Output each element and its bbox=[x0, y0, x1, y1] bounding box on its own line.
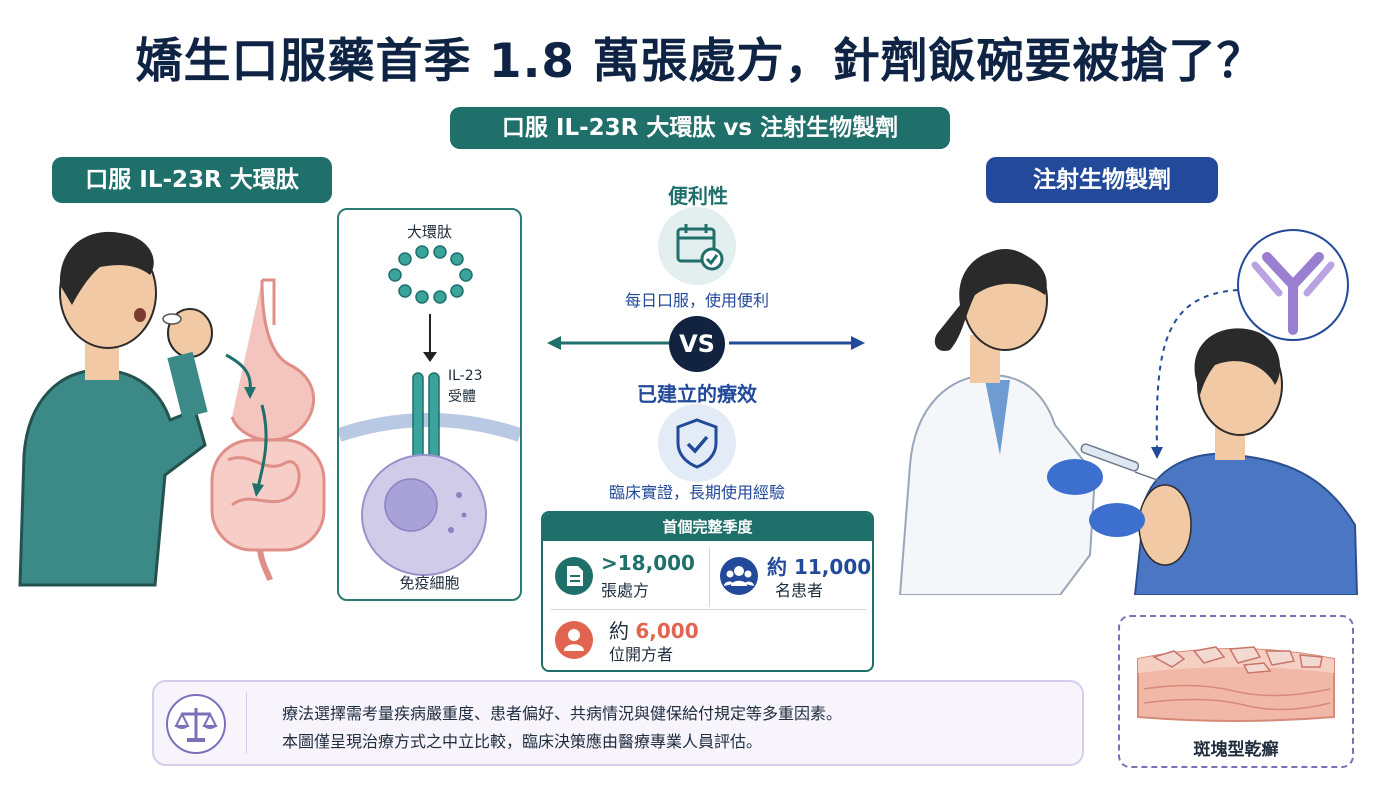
stat-prescribers-label: 位開方者 bbox=[609, 645, 674, 664]
convenience-heading: 便利性 bbox=[668, 184, 728, 208]
first-quarter-stats-panel: 首個完整季度 >18,000 張處方 約 11,000 名患者 約 6,000 … bbox=[541, 511, 874, 672]
macrocyclic-peptide-label: 大環肽 bbox=[406, 223, 452, 241]
page-title: 嬌生口服藥首季 1.8 萬張處方，針劑飯碗要被搶了？ bbox=[135, 34, 1265, 89]
prescription-document-icon bbox=[555, 557, 593, 595]
comparison-subtitle: 口服 IL-23R 大環肽 vs 注射生物製劑 bbox=[450, 107, 950, 149]
psoriasis-panel: 斑塊型乾癬 bbox=[1118, 615, 1354, 768]
down-arrow-icon bbox=[423, 314, 437, 362]
il23-receptor-label-line1: IL-23 bbox=[448, 368, 483, 384]
injection-therapy-header: 注射生物製劑 bbox=[986, 157, 1218, 203]
disclaimer-divider bbox=[246, 692, 247, 754]
antibody-icon bbox=[1237, 229, 1349, 341]
disclaimer-line-2: 本圖僅呈現治療方式之中立比較，臨床決策應由醫療專業人員評估。 bbox=[282, 732, 763, 751]
disclaimer-line-1: 療法選擇需考量疾病嚴重度、患者偏好、共病情況與健保給付規定等多重因素。 bbox=[282, 704, 843, 723]
efficacy-text: 臨床實證，長期使用經驗 bbox=[608, 483, 785, 502]
immune-cell-label: 免疫細胞 bbox=[399, 574, 460, 592]
prescriber-person-icon bbox=[555, 621, 593, 659]
doctor-injection-illustration bbox=[898, 229, 1359, 595]
stats-divider bbox=[709, 547, 710, 607]
efficacy-heading: 已建立的療效 bbox=[637, 382, 757, 406]
convenience-text: 每日口服，使用便利 bbox=[624, 291, 769, 310]
stat-patients-value: 約 11,000 bbox=[767, 555, 872, 579]
stat-patients-label: 名患者 bbox=[775, 581, 824, 600]
psoriasis-label: 斑塊型乾癬 bbox=[1193, 740, 1279, 760]
shield-check-icon bbox=[658, 404, 736, 482]
digestive-tract-icon bbox=[210, 278, 326, 581]
macrocyclic-peptide-icon bbox=[388, 245, 473, 304]
immune-cell-receptor-illustration bbox=[339, 372, 520, 576]
vs-badge: VS bbox=[669, 316, 725, 372]
il23-receptor-icon bbox=[412, 372, 440, 464]
oral-therapy-header: 口服 IL-23R 大環肽 bbox=[52, 157, 332, 203]
stat-prescribers-value: 約 6,000 bbox=[609, 619, 699, 643]
man-taking-pill-illustration bbox=[18, 231, 326, 587]
stat-prescriptions-value: >18,000 bbox=[601, 551, 695, 575]
calendar-check-icon bbox=[658, 207, 736, 285]
stat-prescriptions-label: 張處方 bbox=[601, 581, 650, 600]
patients-group-icon bbox=[720, 557, 758, 595]
balance-scale-icon bbox=[166, 694, 226, 754]
il23-receptor-label-line2: 受體 bbox=[448, 389, 476, 405]
disclaimer-panel: 療法選擇需考量疾病嚴重度、患者偏好、共病情況與健保給付規定等多重因素。 本圖僅呈… bbox=[152, 680, 1084, 766]
psoriasis-plaque-icon bbox=[1137, 646, 1335, 722]
comparison-arrows bbox=[547, 336, 865, 350]
stats-divider bbox=[551, 609, 866, 610]
stats-heading: 首個完整季度 bbox=[543, 513, 872, 541]
